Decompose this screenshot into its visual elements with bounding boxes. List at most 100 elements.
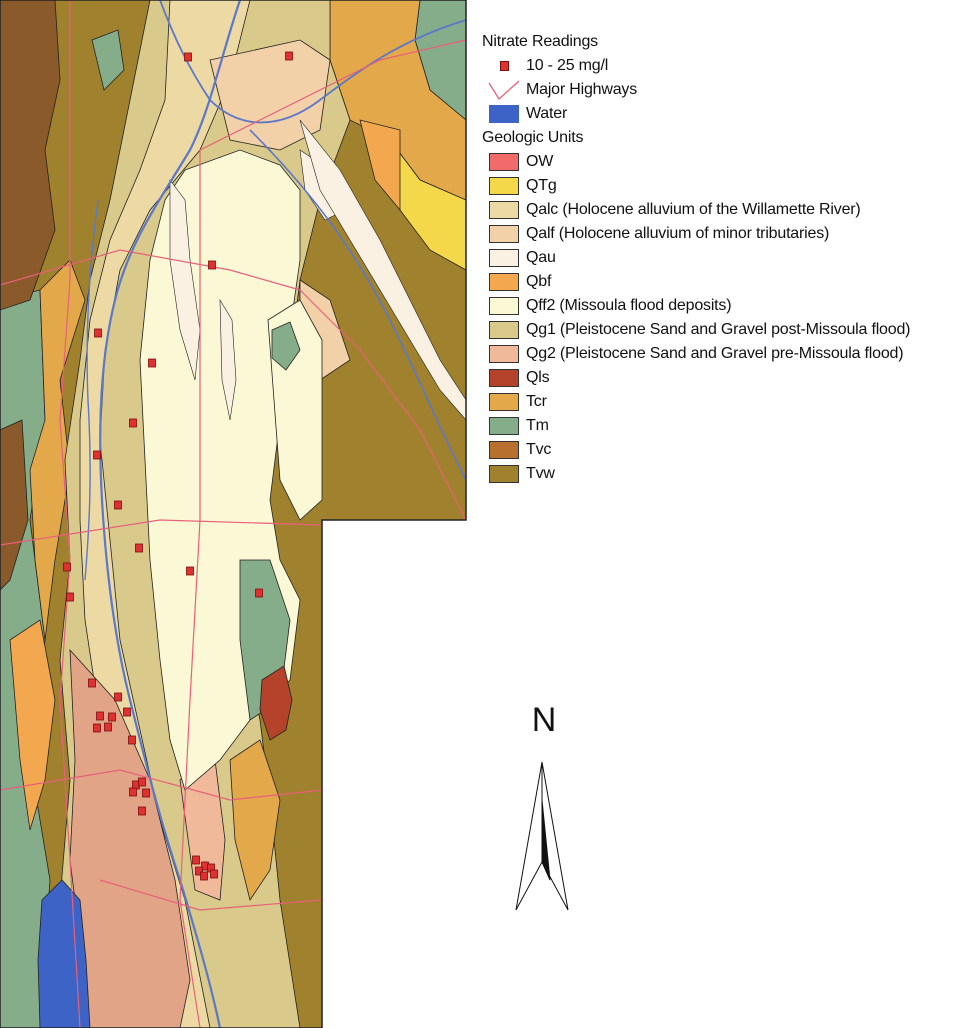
nitrate-reading-marker — [186, 566, 194, 576]
legend-label-highway: Major Highways — [526, 81, 638, 98]
unit-qau-strip1 — [169, 179, 201, 381]
legend-label-water: Water — [526, 105, 568, 122]
legend-row-unit-qtg: QTg — [482, 174, 962, 198]
unit-qau-ne-channel — [299, 119, 466, 421]
nitrate-reading-marker — [93, 723, 101, 733]
legend-row-unit-tcr: Tcr — [482, 390, 962, 414]
legend-heading-geology: Geologic Units — [482, 129, 584, 146]
nitrate-reading-marker — [138, 806, 146, 816]
nitrate-reading-marker — [66, 592, 74, 602]
unit-tcr-se — [229, 739, 281, 901]
legend-label-unit: Qau — [526, 249, 556, 266]
highway-center — [179, 150, 201, 1028]
highway-ne2 — [299, 289, 466, 521]
highway-ne — [199, 39, 466, 151]
legend-row-unit-qalf: Qalf (Holocene alluvium of minor tributa… — [482, 222, 962, 246]
unit-swatch-icon — [482, 175, 526, 197]
legend-row-unit-qff2: Qff2 (Missoula flood deposits) — [482, 294, 962, 318]
nitrate-reading-marker — [208, 260, 216, 270]
legend-row-unit-tvc: Tvc — [482, 438, 962, 462]
unit-tm-west-patch — [91, 29, 125, 91]
unit-swatch-icon — [482, 247, 526, 269]
legend-label-unit: Tvc — [526, 441, 552, 458]
legend-row-unit-qbf: Qbf — [482, 270, 962, 294]
highway-ew3 — [0, 769, 323, 801]
unit-qbf-west — [9, 619, 56, 831]
unit-qg2-south — [69, 648, 191, 1028]
legend-row-unit-qg2: Qg2 (Pleistocene Sand and Gravel pre-Mis… — [482, 342, 962, 366]
nitrate-reading-marker — [135, 543, 143, 553]
north-arrow-icon — [515, 761, 569, 911]
legend-label-unit: QTg — [526, 177, 557, 194]
unit-tcr-west — [29, 259, 86, 641]
highway-ew1 — [0, 249, 301, 291]
legend-row-water: Water — [482, 102, 962, 126]
unit-swatch-icon — [482, 151, 526, 173]
highway-ew2 — [0, 519, 323, 546]
unit-qalf-n — [209, 39, 331, 151]
nitrate-symbol-icon — [482, 55, 526, 77]
nitrate-reading-marker — [285, 51, 293, 61]
nitrate-reading-marker — [123, 707, 131, 717]
legend-row-unit-qls: Qls — [482, 366, 962, 390]
legend-label-unit: Tm — [526, 417, 549, 434]
legend-row-unit-qalc: Qalc (Holocene alluvium of the Willamett… — [482, 198, 962, 222]
legend-label-unit: Qg1 (Pleistocene Sand and Gravel post-Mi… — [526, 321, 911, 338]
legend-row-nitrate: 10 - 25 mg/l — [482, 54, 962, 78]
nitrate-reading-marker — [200, 871, 208, 881]
nitrate-reading-marker — [195, 866, 203, 876]
nitrate-points — [63, 51, 293, 881]
nitrate-reading-marker — [94, 328, 102, 338]
unit-swatch-icon — [482, 199, 526, 221]
unit-tvc-w — [0, 419, 29, 591]
unit-swatch-icon — [482, 367, 526, 389]
nitrate-reading-marker — [96, 711, 104, 721]
north-arrow: N — [506, 700, 582, 920]
nitrate-reading-marker — [114, 500, 122, 510]
water-swatch-icon — [482, 103, 526, 125]
unit-swatch-icon — [482, 271, 526, 293]
river-trib — [84, 199, 99, 581]
nitrate-reading-marker — [129, 787, 137, 797]
unit-swatch-icon — [482, 463, 526, 485]
legend-label-unit: Qff2 (Missoula flood deposits) — [526, 297, 732, 314]
nitrate-reading-marker — [192, 855, 200, 865]
legend-label-unit: Qg2 (Pleistocene Sand and Gravel pre-Mis… — [526, 345, 904, 362]
unit-swatch-icon — [482, 223, 526, 245]
unit-qls-block — [259, 665, 293, 741]
legend-row-unit-tvw: Tvw — [482, 462, 962, 486]
unit-swatch-icon — [482, 343, 526, 365]
legend-row-highway: Major Highways — [482, 78, 962, 102]
nitrate-reading-marker — [148, 358, 156, 368]
legend-row-unit-tm: Tm — [482, 414, 962, 438]
river-east — [249, 129, 466, 481]
legend-label-unit: Qbf — [526, 273, 552, 290]
nitrate-reading-marker — [184, 52, 192, 62]
legend-label-unit: Qls — [526, 369, 550, 386]
nitrate-reading-marker — [142, 788, 150, 798]
unit-tvc-nw — [0, 0, 61, 311]
unit-swatch-icon — [482, 319, 526, 341]
highway-symbol-icon — [482, 79, 526, 101]
nitrate-reading-marker — [128, 735, 136, 745]
legend-label-unit: Qalc (Holocene alluvium of the Willamett… — [526, 201, 861, 218]
nitrate-reading-marker — [129, 418, 137, 428]
highway-west — [59, 0, 81, 1028]
north-letter: N — [531, 701, 557, 739]
unit-swatch-icon — [482, 439, 526, 461]
nitrate-reading-marker — [138, 777, 146, 787]
nitrate-reading-marker — [210, 869, 218, 879]
legend-label-unit: Tvw — [526, 465, 555, 482]
river-main — [99, 0, 242, 1028]
legend-label-unit: OW — [526, 153, 554, 170]
legend-row-unit-qau: Qau — [482, 246, 962, 270]
nitrate-reading-marker — [255, 588, 263, 598]
water-body — [37, 879, 91, 1028]
map-body — [0, 0, 466, 1028]
legend-label-unit: Tcr — [526, 393, 547, 410]
unit-qbf-ne — [359, 119, 401, 212]
nitrate-reading-marker — [114, 692, 122, 702]
unit-swatch-icon — [482, 391, 526, 413]
unit-tm-east-patch — [271, 321, 301, 371]
